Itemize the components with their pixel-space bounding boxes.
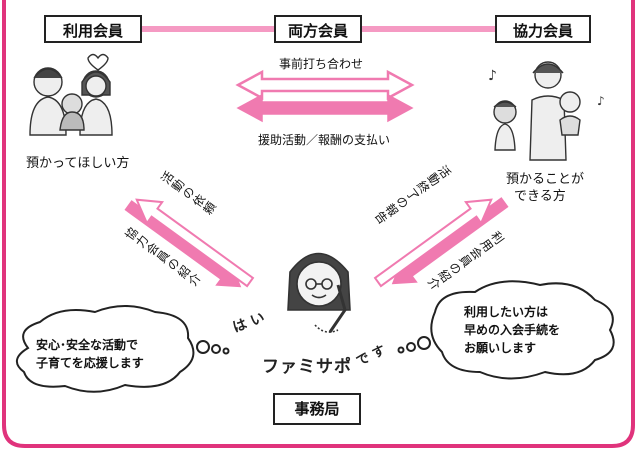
svg-text:♪: ♪ [488, 68, 497, 84]
slogan-famisapo: ファミサポ [262, 357, 352, 377]
family-illustration [29, 53, 113, 136]
user-caption: 預かってほしい方 [26, 156, 130, 171]
helper-caption-line2: できる方 [514, 189, 566, 204]
helper-caption-line1: 預かることが [506, 172, 585, 187]
left-bubble-line2: 子育てを応援します [36, 356, 144, 370]
pre-meeting-label: 事前打ち合わせ [279, 57, 364, 71]
center-arrow-bottom [236, 93, 414, 123]
left-bubble-line1: 安心･安全な活動で [36, 338, 139, 352]
arrow-user-to-office [124, 200, 242, 288]
arrow-office-to-helper [373, 198, 493, 288]
office-box: 事務局 [273, 393, 361, 425]
center-arrow-top [235, 69, 415, 101]
right-thought-bubble [397, 280, 615, 380]
right-bubble-line3: お願いします [464, 341, 537, 355]
both-members-box: 両方会員 [274, 15, 362, 43]
svg-text:♪: ♪ [597, 94, 605, 108]
payment-label: 援助活動／報酬の支払い [258, 133, 391, 147]
arrow-office-to-user [135, 198, 255, 288]
helper-member-box: 協力会員 [495, 15, 591, 43]
right-bubble-line1: 利用したい方は [464, 305, 549, 319]
office-person-illustration [287, 252, 351, 333]
helper-illustration: ♪ ♪ [488, 61, 605, 161]
user-member-box: 利用会員 [44, 15, 142, 43]
left-thought-bubble [16, 305, 230, 393]
right-bubble-line2: 早めの入会手続を [464, 323, 561, 337]
